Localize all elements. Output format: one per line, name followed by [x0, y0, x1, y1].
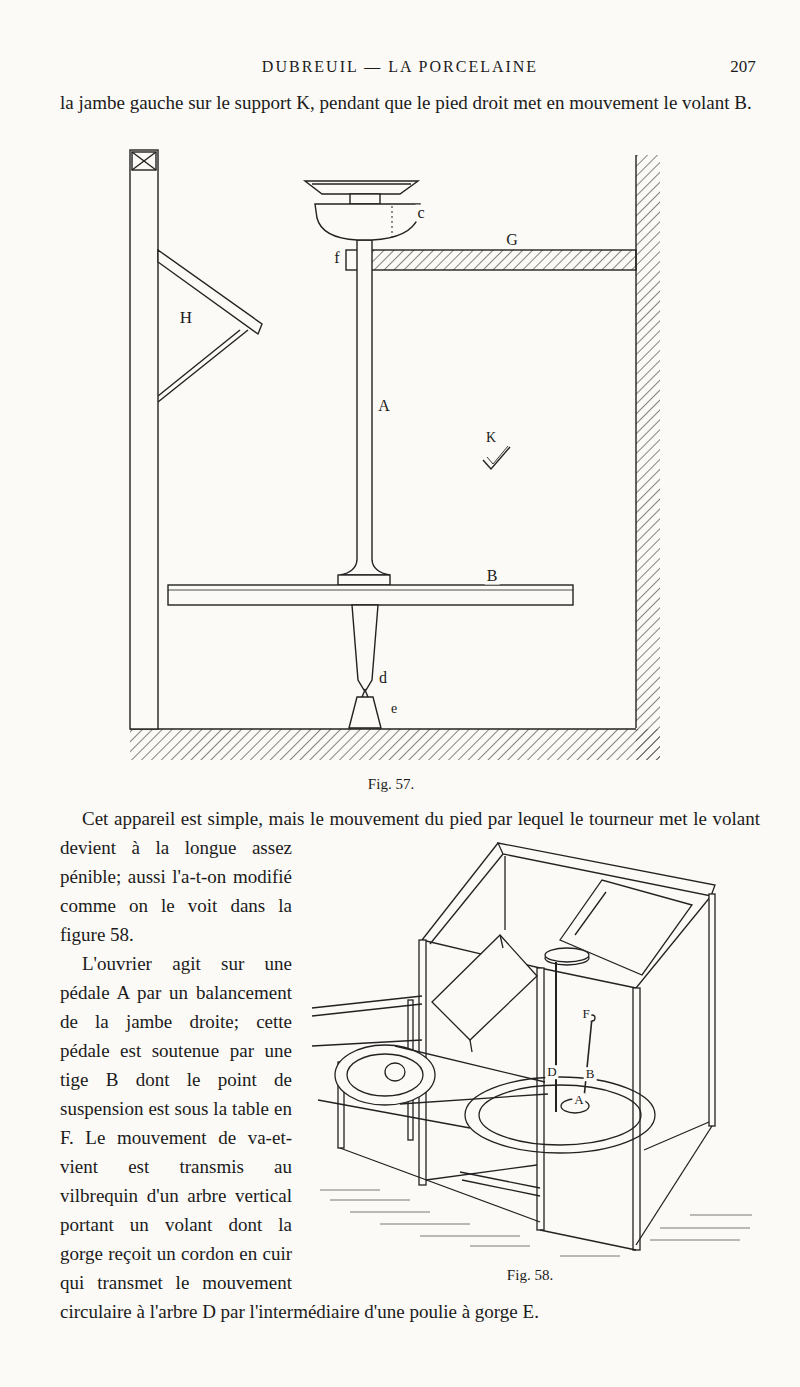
part-letter: B — [584, 1067, 597, 1081]
figure-57 — [130, 150, 660, 760]
part-letter: B — [485, 568, 500, 585]
page-number: 207 — [728, 58, 758, 76]
part-letter: A — [572, 1093, 585, 1107]
figure-caption: Fig. 58. — [505, 1268, 555, 1284]
part-letter: f — [332, 250, 341, 267]
part-letter: F — [580, 1007, 591, 1021]
part-letter: K — [484, 431, 498, 446]
body-paragraph: L'ouvrier agit sur une pédale A par un b… — [60, 949, 760, 1326]
part-letter: c — [415, 205, 426, 222]
part-letter: D — [545, 1065, 558, 1079]
running-head: DUBREUIL — LA PORCELAINE — [262, 58, 538, 76]
figure-58 — [312, 843, 752, 1256]
part-letter: A — [376, 398, 392, 415]
body-paragraph: Cet appareil est simple, mais le mouveme… — [60, 804, 760, 949]
part-letter: d — [377, 670, 389, 687]
body-paragraph: la jambe gauche sur le support K, pendan… — [60, 89, 760, 116]
text-block: la jambe gauche sur le support K, pendan… — [60, 89, 760, 116]
figure-caption: Fig. 57. — [366, 777, 416, 793]
part-letter: G — [504, 232, 520, 249]
part-letter: e — [389, 702, 399, 717]
part-letter: H — [178, 309, 194, 327]
figure-space — [292, 833, 760, 1295]
text-block: Cet appareil est simple, mais le mouveme… — [60, 804, 760, 1326]
